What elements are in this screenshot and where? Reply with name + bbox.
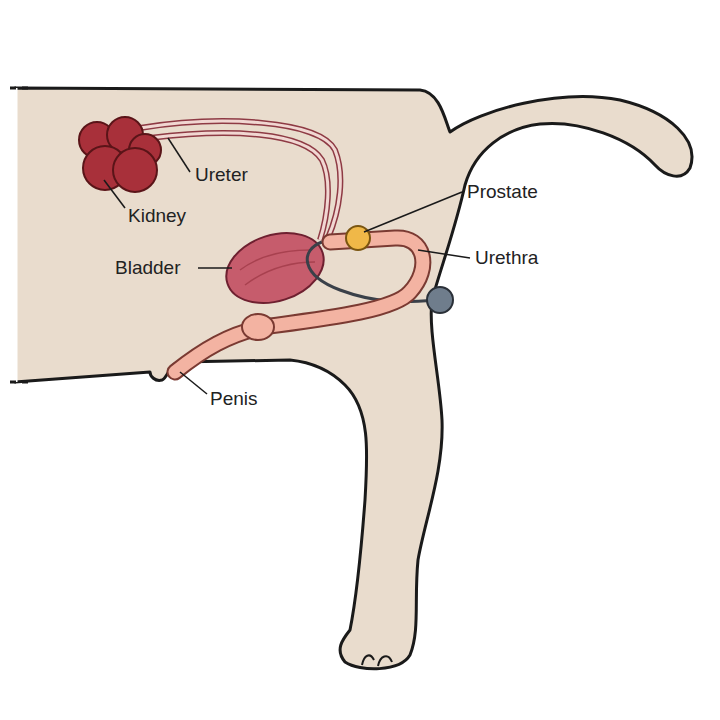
part-label: Urethra [475, 247, 538, 269]
cut-edge [13, 88, 18, 382]
leader-line [180, 372, 207, 394]
urethra-tube [175, 238, 423, 372]
bladder [217, 221, 333, 315]
leader-line [418, 250, 470, 258]
cut-edge-dash [10, 381, 30, 384]
part-label: Prostate [467, 181, 538, 203]
part-label: Kidney [128, 205, 186, 227]
testicle [427, 287, 453, 313]
leader-line [364, 192, 462, 232]
leader-line [168, 138, 190, 172]
kidney [79, 117, 161, 192]
leader-line [104, 180, 125, 208]
bladder-texture [240, 250, 315, 285]
paw-toes [362, 655, 392, 666]
kidney-lobe [113, 148, 157, 192]
part-label: Bladder [115, 257, 181, 279]
part-label: Ureter [195, 164, 248, 186]
penile-bulb [242, 314, 274, 340]
leader-line [198, 267, 232, 269]
prostate [346, 226, 370, 250]
cut-edge-dash [10, 87, 30, 90]
cat-body [15, 88, 692, 669]
urethra-tube [175, 238, 423, 372]
part-label: Penis [210, 388, 258, 410]
leader-lines [104, 138, 470, 394]
